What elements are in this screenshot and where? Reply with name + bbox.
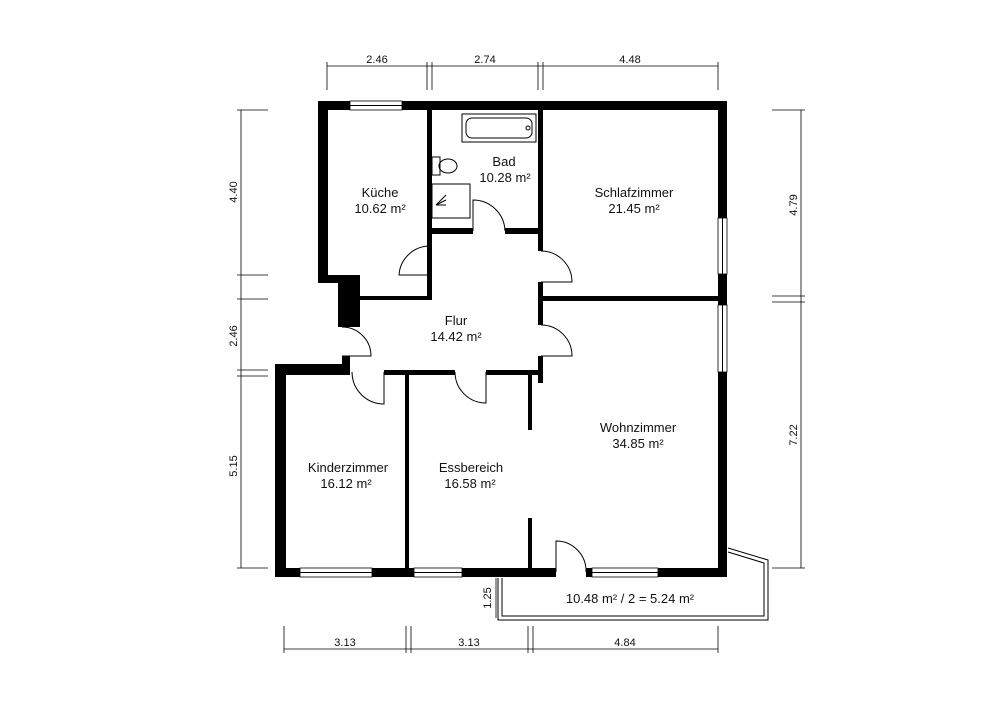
room-area-essbereich: 16.58 m²: [444, 476, 496, 491]
dim-left-3: 5.15: [228, 455, 240, 476]
dim-top-3: 4.48: [619, 54, 640, 66]
doors: [341, 199, 587, 573]
bathroom-fixtures: [431, 113, 537, 219]
dim-balcony-depth: 1.25: [482, 587, 494, 608]
room-name-wohnzimmer: Wohnzimmer: [600, 420, 677, 435]
room-area-kueche: 10.62 m²: [354, 201, 406, 216]
door-kueche: [398, 245, 431, 276]
room-name-flur: Flur: [445, 313, 468, 328]
dim-left-1: 4.40: [228, 181, 240, 202]
room-name-kinderzimmer: Kinderzimmer: [308, 460, 389, 475]
door-entrance: [341, 326, 372, 357]
door-wohnzimmer: [540, 324, 573, 357]
toilet: [431, 156, 441, 176]
door-balcony: [555, 540, 587, 573]
bathtub: [461, 113, 537, 143]
dim-bottom-1: 3.13: [334, 637, 355, 649]
dim-right-1: 4.79: [788, 194, 800, 215]
balcony: [497, 547, 769, 621]
dim-left-2: 2.46: [228, 325, 240, 346]
room-name-schlafzimmer: Schlafzimmer: [595, 185, 674, 200]
room-area-bad: 10.28 m²: [479, 170, 531, 185]
dim-bottom-3: 4.84: [614, 637, 635, 649]
room-area-wohnzimmer: 34.85 m²: [612, 436, 664, 451]
room-area-flur: 14.42 m²: [430, 329, 482, 344]
door-schlafzimmer: [540, 250, 573, 283]
dim-right-2: 7.22: [788, 424, 800, 445]
room-name-bad: Bad: [492, 154, 515, 169]
dim-bottom-2: 3.13: [458, 637, 479, 649]
dim-top-1: 2.46: [366, 54, 387, 66]
balcony-area: 10.48 m² / 2 = 5.24 m²: [566, 591, 695, 606]
shower: [431, 183, 471, 219]
room-area-schlafzimmer: 21.45 m²: [608, 201, 660, 216]
room-area-kinderzimmer: 16.12 m²: [320, 476, 372, 491]
dimension-labels: 2.46 2.74 4.48 3.13 3.13 4.84 4.40 2.46 …: [228, 54, 800, 649]
room-name-kueche: Küche: [362, 185, 399, 200]
dimension-lines: [237, 62, 805, 653]
door-bad: [472, 199, 506, 232]
door-essbereich: [454, 371, 487, 404]
room-name-essbereich: Essbereich: [439, 460, 503, 475]
windows: [299, 100, 728, 578]
room-labels: Küche 10.62 m² Bad 10.28 m² Schlafzimmer…: [308, 154, 695, 606]
door-kinderzimmer: [351, 371, 385, 405]
dim-top-2: 2.74: [474, 54, 495, 66]
